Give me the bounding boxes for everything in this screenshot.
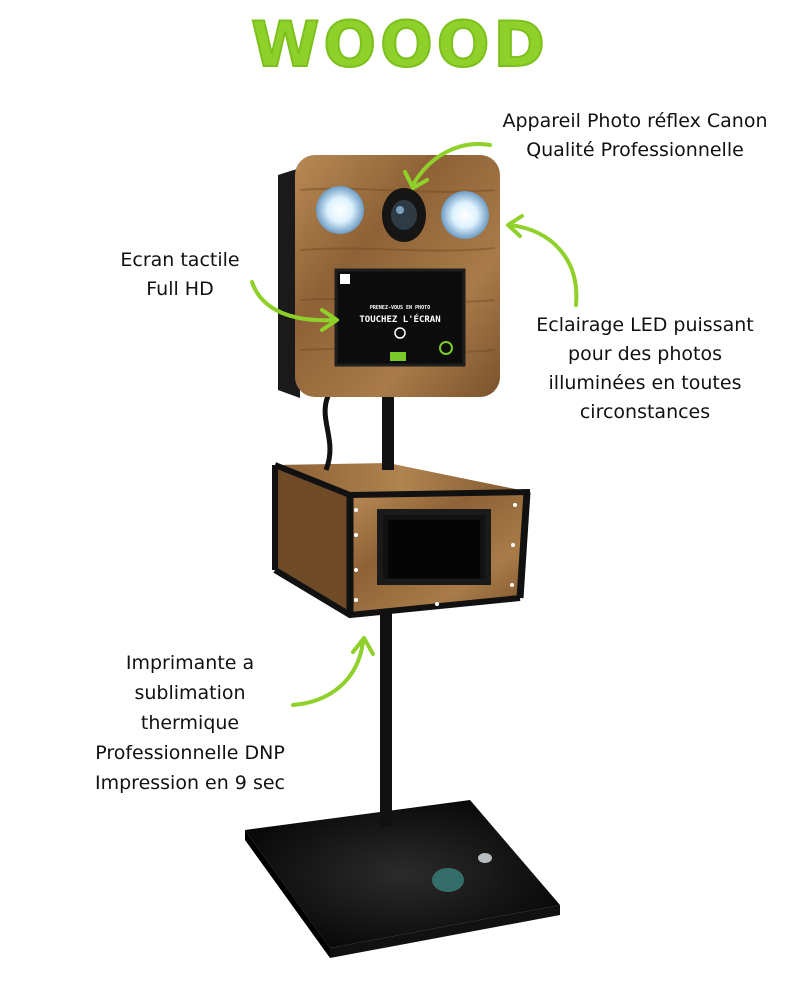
led-light-left xyxy=(316,186,364,234)
base-plate xyxy=(245,800,560,958)
printer-annotation: Imprimante a sublimation thermique Profe… xyxy=(95,652,285,794)
camera-head: PRENEZ-VOUS EN PHOTO TOUCHEZ L'ÉCRAN xyxy=(278,155,500,398)
screen-line-1: PRENEZ-VOUS EN PHOTO xyxy=(370,305,430,311)
brand-logo: WOOOD xyxy=(250,7,549,82)
camera-arrow xyxy=(403,142,492,190)
led-annotation: Eclairage LED puissant pour des photos i… xyxy=(536,314,754,423)
led-arrow xyxy=(506,214,579,307)
power-cable xyxy=(322,395,333,471)
stand-pole-lower xyxy=(380,612,392,827)
touch-screen xyxy=(334,268,466,367)
screen-qr-icon xyxy=(340,274,350,284)
camera-annotation: Appareil Photo réflex Canon Qualité Prof… xyxy=(502,110,768,161)
screen-line-2: TOUCHEZ L'ÉCRAN xyxy=(359,313,440,325)
screen-annotation: Ecran tactile Full HD xyxy=(120,249,240,300)
printer-box xyxy=(272,462,531,619)
screen-camera-icon xyxy=(390,352,406,361)
screen-settings-icon xyxy=(439,341,453,355)
screen-arrow xyxy=(250,280,339,332)
stand-pole-upper xyxy=(382,395,394,470)
led-light-right xyxy=(441,191,489,239)
printer-arrow xyxy=(291,636,375,707)
touch-hand-icon xyxy=(394,327,406,339)
